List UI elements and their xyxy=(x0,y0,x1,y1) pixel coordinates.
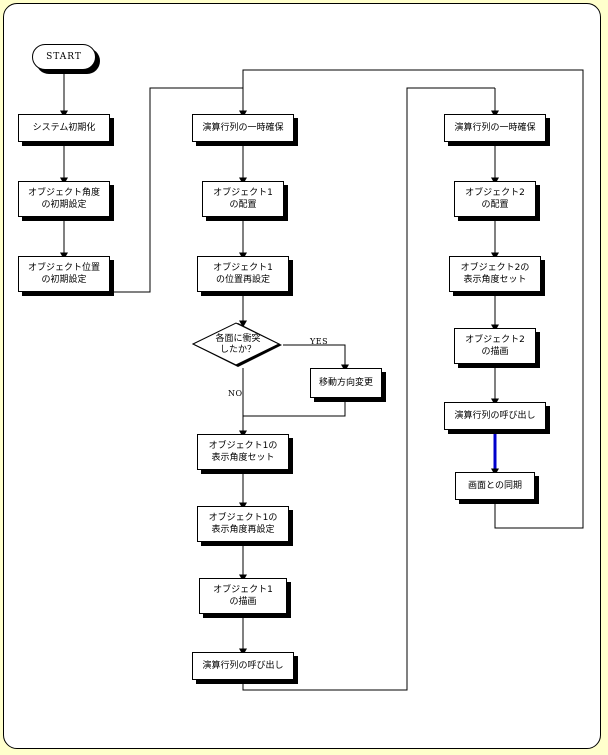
node-matrix-call-2[interactable]: 演算行列の呼び出し xyxy=(444,402,546,430)
node-object1-place[interactable]: オブジェクト1 の配置 xyxy=(202,181,284,217)
node-object1-draw[interactable]: オブジェクト1 の描画 xyxy=(199,578,287,614)
node-matrix-call-1[interactable]: 演算行列の呼び出し xyxy=(192,652,294,680)
node-matrix-hold-2[interactable]: 演算行列の一時確保 xyxy=(444,114,546,142)
edge-label-yes: YES xyxy=(310,337,329,346)
node-object1-reposition[interactable]: オブジェクト1 の位置再設定 xyxy=(197,256,289,292)
node-screen-sync[interactable]: 画面との同期 xyxy=(455,472,535,500)
node-object1-angle-reset[interactable]: オブジェクト1の 表示角度再設定 xyxy=(197,506,289,542)
node-object-angle-init[interactable]: オブジェクト角度 の初期設定 xyxy=(18,181,110,217)
edge-label-no: NO xyxy=(228,389,243,398)
node-object-position-init[interactable]: オブジェクト位置 の初期設定 xyxy=(18,256,110,292)
node-object2-place[interactable]: オブジェクト2 の配置 xyxy=(454,181,536,217)
node-system-init[interactable]: システム初期化 xyxy=(18,114,110,142)
node-collision-decision[interactable]: 各面に衝突 したか？ xyxy=(192,322,284,368)
node-object2-draw[interactable]: オブジェクト2 の描画 xyxy=(454,328,536,364)
node-object2-angle-set[interactable]: オブジェクト2の 表示角度セット xyxy=(449,256,541,292)
node-object1-angle-set[interactable]: オブジェクト1の 表示角度セット xyxy=(197,434,289,470)
decision-label: 各面に衝突 したか？ xyxy=(215,334,261,355)
node-direction-change[interactable]: 移動方向変更 xyxy=(310,368,382,398)
node-matrix-hold-1[interactable]: 演算行列の一時確保 xyxy=(192,114,294,142)
node-start[interactable]: START xyxy=(32,44,96,70)
